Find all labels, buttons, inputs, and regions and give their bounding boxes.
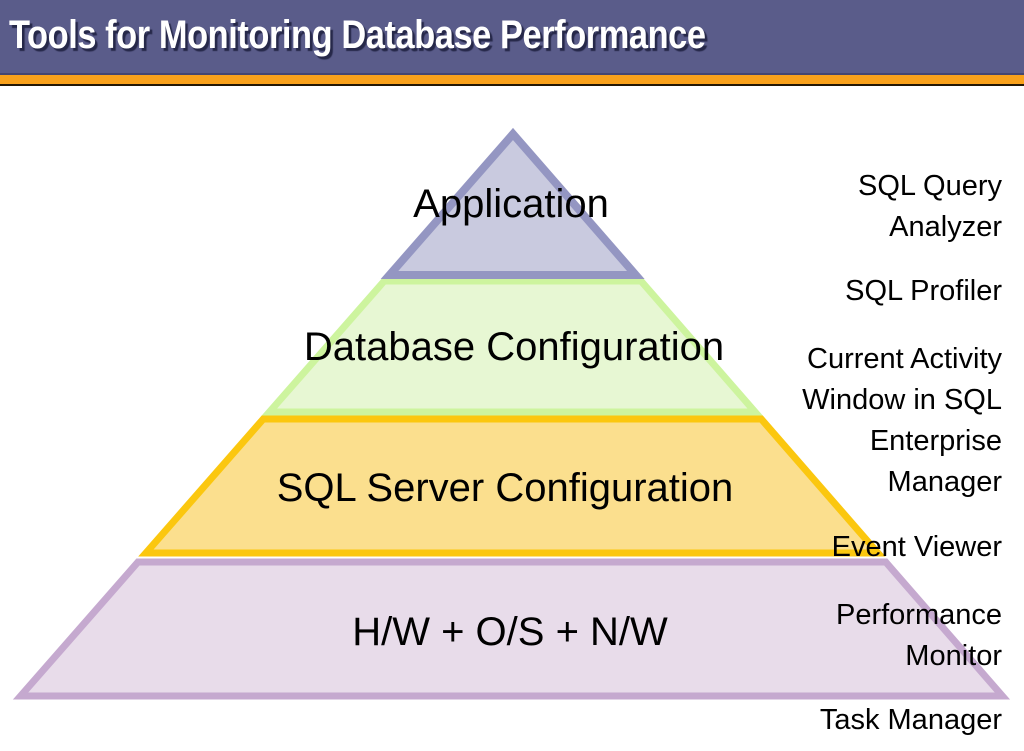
pyramid-layer-application [380, 127, 645, 279]
pyramid-layer-sql-server-configuration [138, 415, 886, 557]
tool-label-line: Manager [887, 466, 1002, 498]
slide-title: Tools for Monitoring Database Performanc… [9, 13, 706, 57]
layer-label-application: Application [413, 182, 609, 226]
tool-label-event-viewer: Event Viewer [832, 527, 1002, 568]
tool-label-task-manager: Task Manager [820, 700, 1002, 741]
tool-label-sql-query-analyzer: SQL Query Analyzer [858, 166, 1002, 248]
tool-label-sql-profiler: SQL Profiler [845, 271, 1002, 312]
tool-label-current-activity-window: Current Activity Window in SQL Enterpris… [802, 339, 1002, 503]
layer-label-sql-server-configuration: SQL Server Configuration [276, 466, 734, 510]
tool-label-line: Performance [835, 599, 1002, 631]
layer-label-database-configuration: Database Configuration [303, 325, 725, 369]
layer-label-hw-os-nw: H/W + O/S + N/W [352, 610, 668, 654]
tool-label-line: Monitor [905, 640, 1002, 672]
tool-label-line: Analyzer [889, 211, 1002, 243]
header-bar: Tools for Monitoring Database Performanc… [0, 0, 1024, 75]
tool-label-line: SQL Query [858, 170, 1002, 202]
tool-label-line: Event Viewer [831, 531, 1002, 563]
pyramid-layer-database-configuration [261, 277, 763, 416]
tool-label-line: Window in SQL [802, 384, 1002, 416]
tool-label-line: Task Manager [819, 704, 1002, 736]
header-accent-bar [0, 75, 1024, 86]
tool-label-line: Current Activity [807, 343, 1002, 375]
tool-label-line: SQL Profiler [845, 275, 1002, 307]
pyramid-layer-hw-os-nw [12, 558, 1011, 700]
tool-label-performance-monitor: Performance Monitor [836, 595, 1002, 677]
tool-label-line: Enterprise [869, 425, 1002, 457]
